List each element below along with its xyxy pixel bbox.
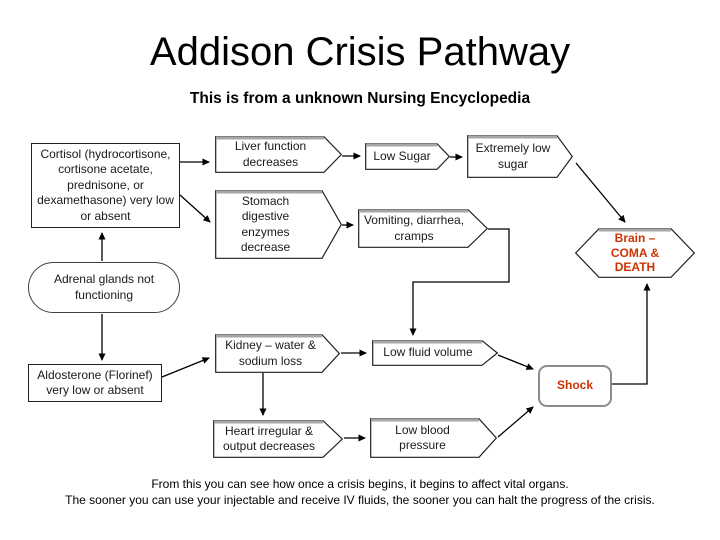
node-vomiting-diarrhea: Vomiting, diarrhea, cramps	[358, 209, 488, 248]
node-liver-function-label: Liver function decreases	[234, 139, 307, 169]
node-low-fluid-volume-label: Low fluid volume	[383, 345, 473, 360]
footer-note: From this you can see how once a crisis …	[0, 476, 720, 508]
pentagon-shape	[215, 334, 340, 373]
node-adrenal-glands: Adrenal glands not functioning	[28, 262, 180, 313]
hexagon-shape	[575, 228, 695, 278]
pentagon-shape	[215, 136, 342, 173]
node-extremely-low-sugar: Extremely low sugar	[467, 135, 573, 178]
node-stomach-enzymes-label: Stomach digestive enzymes decrease	[240, 193, 291, 254]
node-shock: Shock	[538, 365, 612, 407]
node-low-blood-pressure-label: Low blood pressure	[395, 422, 450, 452]
node-low-fluid-volume: Low fluid volume	[372, 340, 498, 366]
node-brain-coma-death-label: Brain – COMA & DEATH	[610, 231, 660, 275]
node-heart-output-label: Heart irregular & output decreases	[222, 423, 316, 453]
node-shock-label: Shock	[556, 378, 593, 393]
footer-line-1: From this you can see how once a crisis …	[151, 477, 569, 491]
page-subtitle: This is from a unknown Nursing Encyclope…	[189, 90, 531, 107]
node-low-sugar: Low Sugar	[365, 143, 450, 170]
pentagon-shape	[370, 418, 497, 458]
node-kidney-loss-label: Kidney – water & sodium loss	[225, 338, 316, 368]
node-brain-coma-death: Brain – COMA & DEATH	[575, 228, 695, 278]
node-extremely-low-sugar-label: Extremely low sugar	[475, 141, 551, 171]
page-title: Addison Crisis Pathway	[149, 30, 571, 74]
node-kidney-loss: Kidney – water & sodium loss	[215, 334, 340, 373]
node-adrenal-glands-label: Adrenal glands not functioning	[53, 272, 155, 302]
node-stomach-enzymes: Stomach digestive enzymes decrease	[215, 190, 342, 259]
node-low-blood-pressure: Low blood pressure	[370, 418, 497, 458]
node-cortisol-label: Cortisol (hydrocortisone, cortisone acet…	[37, 147, 174, 223]
pentagon-shape	[372, 340, 498, 366]
node-liver-function: Liver function decreases	[215, 136, 342, 173]
pentagon-shape	[358, 209, 488, 248]
node-cortisol: Cortisol (hydrocortisone, cortisone acet…	[31, 143, 180, 228]
pentagon-shape	[467, 135, 573, 178]
pentagon-shape	[213, 420, 343, 458]
pentagon-shape	[215, 190, 342, 259]
node-aldosterone: Aldosterone (Florinef) very low or absen…	[28, 364, 162, 402]
node-vomiting-diarrhea-label: Vomiting, diarrhea, cramps	[363, 213, 465, 243]
node-low-sugar-label: Low Sugar	[373, 148, 431, 163]
node-heart-output: Heart irregular & output decreases	[213, 420, 343, 458]
footer-line-2: The sooner you can use your injectable a…	[65, 493, 655, 507]
node-aldosterone-label: Aldosterone (Florinef) very low or absen…	[37, 367, 153, 397]
pentagon-shape	[365, 143, 450, 170]
